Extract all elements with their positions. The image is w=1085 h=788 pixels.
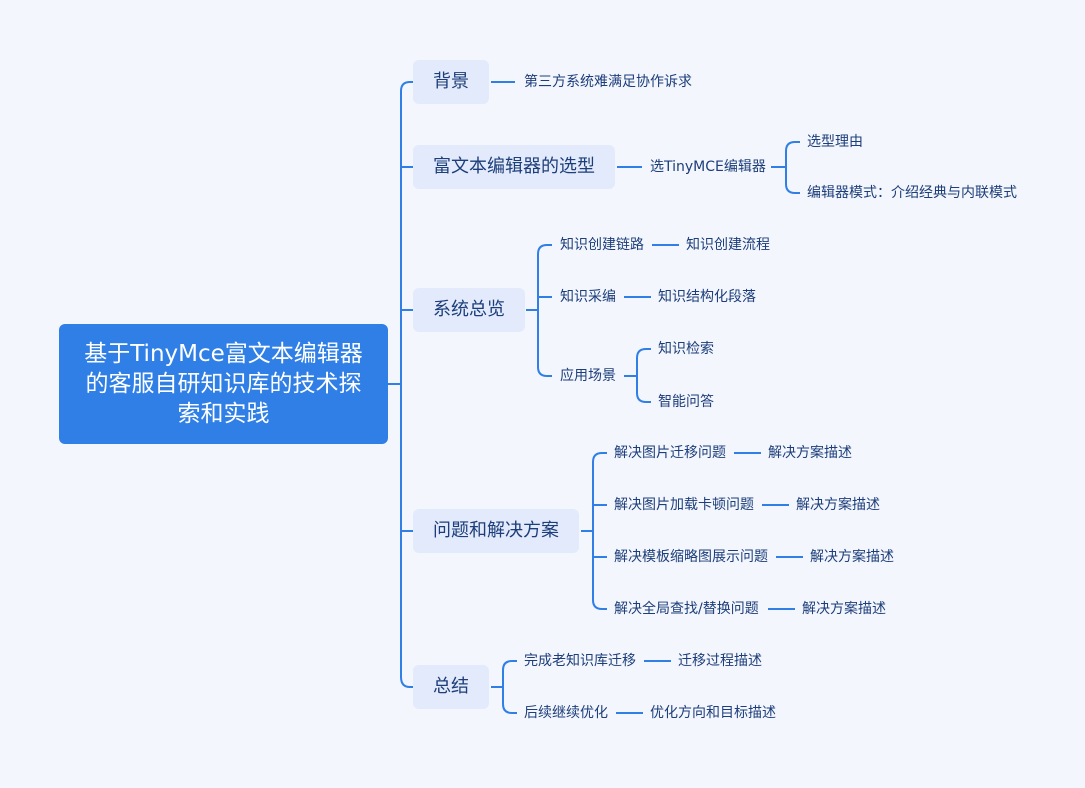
topic-label: 解决全局查找/替换问题 [614,601,759,617]
topic-template-thumbnail[interactable]: 解决模板缩略图展示问题 [614,547,768,567]
topic-label: 解决模板缩略图展示问题 [614,549,768,565]
branch-label: 富文本编辑器的选型 [433,156,595,177]
branch-label: 背景 [433,71,469,92]
topic-application-scenarios[interactable]: 应用场景 [560,366,616,386]
root-topic-title: 基于TinyMce富文本编辑器的客服自研知识库的技术探索和实践 [84,341,363,427]
edge-b5-spine [502,660,517,714]
topic-label: 知识采编 [560,289,616,305]
topic-migration-process[interactable]: 迁移过程描述 [678,651,762,671]
topic-structured-paragraphs[interactable]: 知识结构化段落 [658,287,756,307]
topic-continued-optimization[interactable]: 后续继续优化 [524,703,608,723]
topic-label: 解决方案描述 [768,445,852,461]
topic-label: 完成老知识库迁移 [524,653,636,669]
topic-label: 应用场景 [560,368,616,384]
topic-label: 编辑器模式：介绍经典与内联模式 [807,185,1017,201]
branch-summary[interactable]: 总结 [413,665,489,709]
branch-problems-solutions[interactable]: 问题和解决方案 [413,509,579,553]
topic-knowledge-creation-link[interactable]: 知识创建链路 [560,235,644,255]
topic-label: 解决方案描述 [810,549,894,565]
branch-editor-selection[interactable]: 富文本编辑器的选型 [413,145,615,189]
topic-image-loading-lag[interactable]: 解决图片加载卡顿问题 [614,495,754,515]
topic-knowledge-creation-flow[interactable]: 知识创建流程 [686,235,770,255]
topic-knowledge-editing[interactable]: 知识采编 [560,287,616,307]
topic-global-find-replace[interactable]: 解决全局查找/替换问题 [614,599,759,619]
topic-solution-description[interactable]: 解决方案描述 [810,547,894,567]
topic-collaboration-needs[interactable]: 第三方系统难满足协作诉求 [524,72,692,92]
topic-label: 解决图片迁移问题 [614,445,726,461]
root-topic[interactable]: 基于TinyMce富文本编辑器的客服自研知识库的技术探索和实践 [59,324,388,444]
topic-label: 解决图片加载卡顿问题 [614,497,754,513]
topic-choose-tinymce[interactable]: 选TinyMCE编辑器 [650,157,766,177]
topic-label: 知识检索 [658,341,714,357]
topic-label: 选TinyMCE编辑器 [650,159,766,175]
topic-selection-reason[interactable]: 选型理由 [807,132,863,152]
topic-legacy-migration[interactable]: 完成老知识库迁移 [524,651,636,671]
topic-label: 智能问答 [658,394,714,410]
branch-system-overview[interactable]: 系统总览 [413,288,525,332]
topic-smart-qa[interactable]: 智能问答 [658,392,714,412]
topic-solution-description[interactable]: 解决方案描述 [802,599,886,619]
branch-label: 总结 [433,676,469,697]
topic-label: 解决方案描述 [796,497,880,513]
topic-label: 知识结构化段落 [658,289,756,305]
branch-label: 系统总览 [433,299,505,320]
topic-label: 优化方向和目标描述 [650,705,776,721]
edge-root-spine [400,81,413,688]
topic-editor-modes[interactable]: 编辑器模式：介绍经典与内联模式 [807,183,1017,203]
topic-image-migration[interactable]: 解决图片迁移问题 [614,443,726,463]
topic-label: 解决方案描述 [802,601,886,617]
edge-b2-l1-sub [771,141,800,194]
edge-b3-spine [537,244,552,377]
branch-label: 问题和解决方案 [433,520,559,541]
topic-optimization-goals[interactable]: 优化方向和目标描述 [650,703,776,723]
branch-background[interactable]: 背景 [413,60,489,104]
topic-label: 后续继续优化 [524,705,608,721]
topic-label: 迁移过程描述 [678,653,762,669]
topic-knowledge-search[interactable]: 知识检索 [658,339,714,359]
topic-solution-description[interactable]: 解决方案描述 [768,443,852,463]
edge-b3-l3-sub [624,348,651,403]
topic-label: 第三方系统难满足协作诉求 [524,74,692,90]
topic-label: 选型理由 [807,134,863,150]
edge-b4-spine [592,452,607,610]
topic-label: 知识创建链路 [560,237,644,253]
topic-solution-description[interactable]: 解决方案描述 [796,495,880,515]
topic-label: 知识创建流程 [686,237,770,253]
